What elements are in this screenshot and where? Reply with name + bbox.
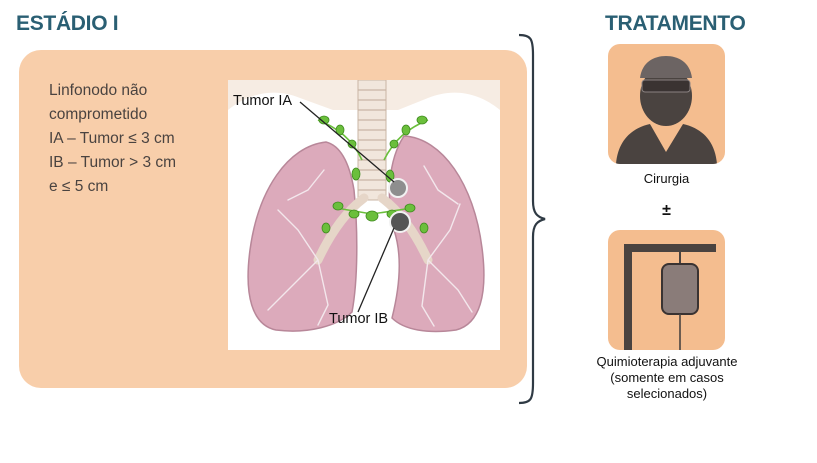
chemo-label-line: Quimioterapia adjuvante <box>596 354 738 369</box>
brace-icon <box>518 33 546 405</box>
stage-desc-line: IB – Tumor > 3 cm <box>49 154 177 171</box>
plus-minus-sign: ± <box>662 202 671 219</box>
treatment-title: TRATAMENTO <box>605 12 746 35</box>
stage-desc-line: e ≤ 5 cm <box>49 178 109 195</box>
tumor-ib-label: Tumor IB <box>329 311 389 327</box>
stage-desc-line: IA – Tumor ≤ 3 cm <box>49 130 175 147</box>
stage-description: Linfonodo não comprometido IA – Tumor ≤ … <box>49 79 176 199</box>
surgery-card <box>608 44 725 164</box>
chemo-label-line: selecionados) <box>626 386 708 401</box>
tumor-ia-label: Tumor IA <box>233 93 293 109</box>
stage-title: ESTÁDIO I <box>16 12 119 35</box>
chemo-label-line: (somente em casos <box>610 370 724 385</box>
chemo-label: Quimioterapia adjuvante (somente em caso… <box>572 354 762 402</box>
stage-desc-line: comprometido <box>49 106 148 123</box>
lung-illustration <box>228 80 500 350</box>
surgeon-icon <box>616 56 717 164</box>
stage-desc-line: Linfonodo não <box>49 82 148 99</box>
surgery-label: Cirurgia <box>643 171 690 186</box>
iv-bag-icon <box>624 244 716 350</box>
chemo-card <box>608 230 725 350</box>
